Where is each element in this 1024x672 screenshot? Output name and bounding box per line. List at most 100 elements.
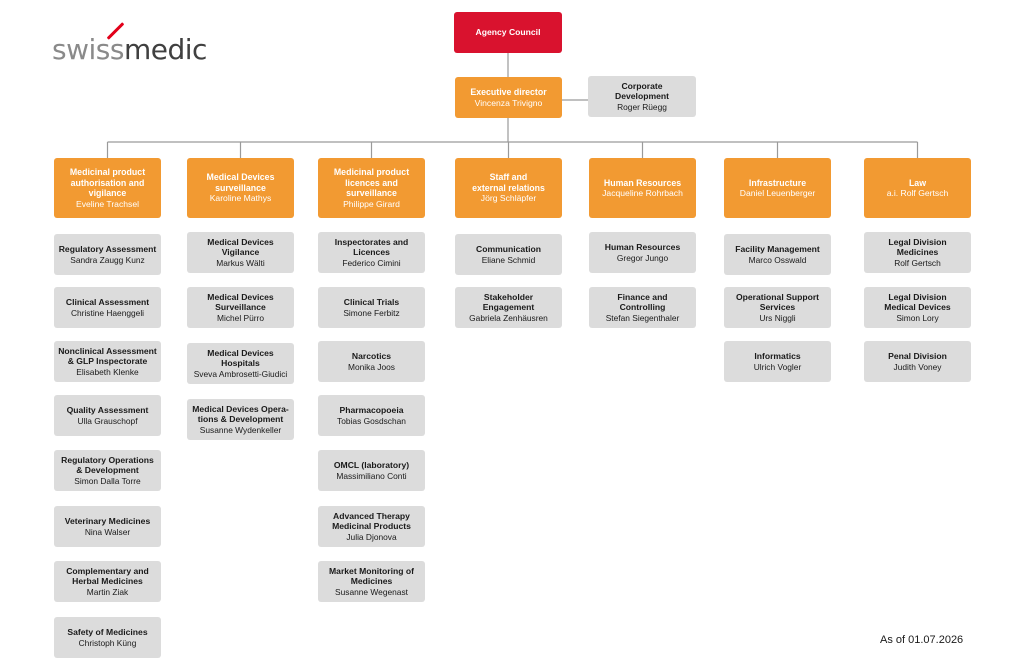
unit-head-name: Elisabeth Klenke [76,366,139,377]
unit-head-name: Simon Lory [896,312,939,323]
executive-director-box: Executive director Vincenza Trivigno [455,77,562,118]
unit-head-name: Christoph Küng [78,637,137,648]
division-title: Law [908,177,927,188]
division-title: Human Resources [603,177,682,188]
division-title: Medicinal product authorisation and vigi… [69,167,146,198]
agency-council-title: Agency Council [475,27,541,38]
unit-title: Regulatory Assessment [58,244,157,254]
unit-head-name: Christine Haenggeli [70,307,145,318]
unit-head-name: Michel Pürro [216,312,264,323]
unit-head-name: Sveva Ambrosetti-Giudici [193,368,288,379]
unit-title: Medical Devices Vigilance [207,236,274,258]
unit-title: Medical Devices Surveillance [207,291,274,313]
executive-director-title: Executive director [470,87,547,97]
unit-title: OMCL (laboratory) [333,460,410,470]
unit-title: Clinical Trials [343,297,400,307]
unit-title: Legal Division Medical Devices [884,291,951,313]
unit-head-name: Ulrich Vogler [753,361,802,372]
unit-title: Veterinary Medicines [64,516,151,526]
corporate-development-title: Corporate Development [615,80,669,102]
unit-head-name: Gregor Jungo [616,252,669,263]
unit-head-name: Simone Ferbitz [343,307,400,318]
unit-head-name: Martin Ziak [86,586,129,597]
executive-director-name: Vincenza Trivigno [474,97,543,108]
division-head-name: Daniel Leuenberger [739,188,816,198]
unit-medical-devices-opera-tions-development: Medical Devices Opera- tions & Developme… [187,399,294,440]
division-title: Staff and external relations [472,172,545,193]
unit-head-name: Gabriela Zenhäusren [469,312,548,323]
unit-omcl-laboratory: OMCL (laboratory)Massimiliano Conti [318,450,425,491]
division-head-name: Eveline Trachsel [75,198,140,209]
unit-head-name: Stefan Siegenthaler [605,312,680,323]
unit-nonclinical-assessment-glp-inspectorate: Nonclinical Assessment & GLP Inspectorat… [54,341,161,382]
division-title: Infrastructure [748,177,807,188]
unit-title: Medical Devices Opera- tions & Developme… [192,403,289,425]
unit-head-name: Simon Dalla Torre [74,475,141,486]
division-head-name: Karoline Mathys [209,193,272,204]
unit-title: Narcotics [351,351,392,361]
unit-title: Legal Division Medicines [888,236,947,258]
unit-title: Communication [476,244,541,254]
unit-title: Penal Division [888,351,947,361]
unit-head-name: Judith Voney [893,361,942,372]
unit-head-name: Susanne Wydenkeller [199,424,282,435]
unit-title: Inspectorates and Licences [334,236,409,258]
unit-head-name: Julia Djonova [346,531,397,542]
unit-title: Safety of Medicines [67,627,148,637]
unit-title: Pharmacopoeia [339,405,404,415]
unit-title: Regulatory Operations & Development [61,454,154,476]
unit-title: Quality Assessment [66,405,149,415]
division-title: Medicinal product licences and surveilla… [333,167,410,198]
unit-title: Clinical Assessment [65,297,150,307]
division-head-name: Philippe Girard [343,198,400,209]
corporate-development-name: Roger Rüegg [617,101,667,112]
corporate-development-box: Corporate Development Roger Rüegg [588,76,696,117]
unit-head-name: Tobias Gosdschan [337,415,406,426]
division-head-name: Jacqueline Rohrbach [602,188,683,198]
unit-title: Finance and Controlling [617,291,668,313]
unit-head-name: Rolf Gertsch [894,257,941,268]
division-head-name: a.i. Rolf Gertsch [886,188,949,198]
unit-head-name: Marco Osswald [748,254,807,265]
unit-title: Informatics [754,351,801,361]
unit-head-name: Susanne Wegenast [335,586,408,597]
unit-head-name: Ulla Grauschopf [77,415,138,426]
unit-head-name: Monika Joos [347,361,395,372]
unit-head-name: Eliane Schmid [481,254,536,265]
unit-title: Stakeholder Engagement [482,291,535,313]
unit-title: Medical Devices Hospitals [207,347,274,369]
unit-head-name: Sandra Zaugg Kunz [70,254,145,265]
unit-title: Advanced Therapy Medicinal Products [332,510,411,532]
unit-title: Nonclinical Assessment & GLP Inspectorat… [58,345,157,367]
division-2-header: Medicinal product licences and surveilla… [318,158,425,218]
agency-council-box: Agency Council [454,12,562,53]
division-title: Medical Devices surveillance [206,172,275,193]
swissmedic-logo: swissmedic [50,18,210,68]
